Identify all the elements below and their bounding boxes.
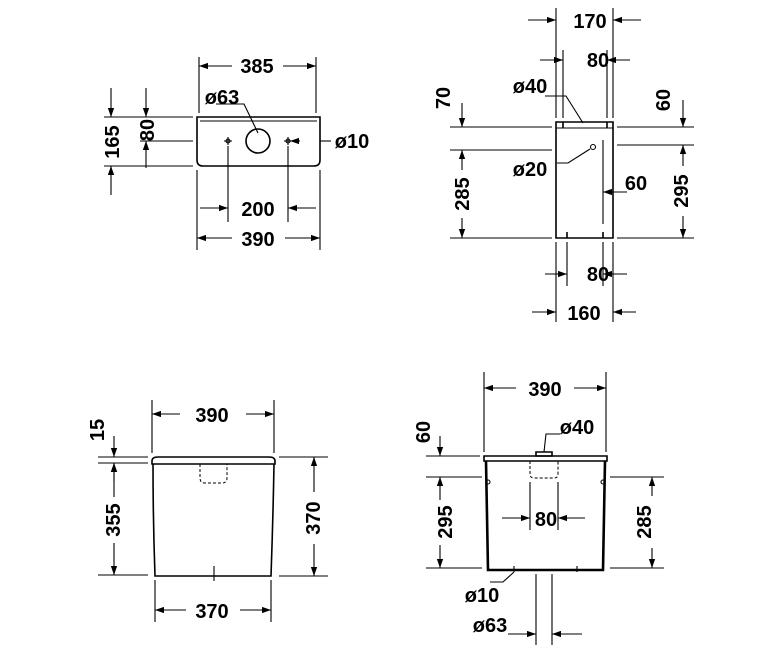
front-view-height-right-label: 370	[303, 501, 325, 534]
section-view-height-right-dim: 285	[610, 476, 664, 569]
top-view-diameter-small-label: ø10	[335, 131, 369, 153]
side-view-height-right-dim: 295	[617, 144, 694, 239]
section-view-width-top-dim: 390	[483, 372, 607, 452]
side-view-height-cap-right-label: 60	[653, 89, 675, 111]
front-view-height-left-dim: 355	[98, 463, 148, 576]
side-view-height-cap-left-dim: 70	[433, 87, 552, 128]
side-view-outline	[555, 121, 614, 239]
section-view-width-inner-dim: 80	[502, 482, 585, 531]
section-view-diameter-small-label: ø10	[465, 585, 499, 607]
top-view-height-inner-label: 80	[137, 119, 159, 141]
front-view-lid-height-label: 15	[87, 419, 109, 441]
top-view-diameter-center-dim: ø63	[205, 87, 259, 134]
top-view-diameter-small-dim: ø10	[290, 131, 369, 153]
side-view-width-inner-bottom-label: 80	[587, 264, 609, 286]
side-view-height-cap-left-label: 70	[433, 87, 455, 109]
front-view-outline	[151, 456, 276, 581]
top-view-width-bottom-label: 390	[241, 229, 274, 251]
side-view-width-bottom-dim: 160	[532, 242, 636, 325]
side-view-diameter-top-label: ø40	[513, 76, 547, 98]
front-view-height-right-dim: 370	[279, 456, 328, 577]
side-view-width-bottom-label: 160	[567, 303, 600, 325]
section-view-height-cap-dim: 60	[413, 421, 480, 457]
section-view-diameter-large-dim: ø63	[473, 574, 582, 645]
section-view-height-left-dim: 295	[426, 476, 482, 569]
side-view-diameter-top-dim: ø40	[513, 76, 584, 124]
section-view-diameter-small-dim: ø10	[465, 571, 515, 607]
top-view-width-top-dim: 385	[198, 56, 317, 113]
side-view-width-top-dim: 170	[528, 8, 641, 118]
front-view-width-bottom-dim: 370	[154, 580, 272, 623]
section-view-height-right-label: 285	[634, 505, 656, 538]
top-view-width-bottom-dim: 390	[196, 170, 321, 251]
section-view-width-top-label: 390	[528, 379, 561, 401]
section-view-height-cap-label: 60	[413, 421, 435, 443]
side-view-width-top-label: 170	[573, 11, 606, 33]
top-view-height-dims: 165 80	[102, 88, 193, 195]
side-view-height-left-dim: 285	[450, 149, 552, 239]
front-view-width-top-dim: 390	[151, 400, 275, 453]
section-view-outline	[483, 451, 608, 572]
top-view-outline	[196, 116, 321, 167]
side-view-width-inner-top-dim: 80	[540, 50, 630, 118]
section-view-width-inner-label: 80	[535, 509, 557, 531]
side-view-height-cap-right-dim: 60	[617, 89, 694, 128]
section-view: 390 60 ø40 295 80	[413, 372, 664, 645]
front-view: 390 15 355 370 370	[87, 400, 328, 623]
side-view-width-inner-top-label: 80	[587, 50, 609, 72]
front-view-width-top-label: 390	[195, 405, 228, 427]
section-view-height-left-label: 295	[435, 505, 457, 538]
top-view-width-top-label: 385	[240, 56, 273, 78]
side-view-diameter-mid-label: ø20	[513, 159, 547, 181]
side-view-diameter-mid-dim: ø20	[513, 148, 591, 181]
side-view-offset-right-label: 60	[625, 173, 647, 195]
front-view-width-bottom-label: 370	[195, 601, 228, 623]
section-view-diameter-large-label: ø63	[473, 615, 507, 637]
section-view-diameter-top-label: ø40	[560, 417, 594, 439]
top-view: 385 165 80 ø63 ø10 200	[102, 56, 369, 251]
side-view-width-inner-bottom-dim: 80	[545, 242, 627, 286]
section-view-diameter-top-dim: ø40	[543, 417, 594, 453]
side-view-height-right-label: 295	[671, 174, 693, 207]
top-view-hole-spacing-dim: 200	[200, 146, 316, 222]
front-view-lid-height-dim: 15	[87, 419, 148, 481]
top-view-diameter-center-label: ø63	[205, 87, 239, 109]
top-view-hole-spacing-label: 200	[241, 199, 274, 221]
front-view-height-left-label: 355	[103, 503, 125, 536]
side-view: 170 80 ø40 70 60 ø20	[433, 8, 694, 325]
side-view-height-left-label: 285	[452, 177, 474, 210]
side-view-offset-right-dim: 60	[602, 140, 647, 224]
top-view-height-total-label: 165	[102, 125, 124, 158]
